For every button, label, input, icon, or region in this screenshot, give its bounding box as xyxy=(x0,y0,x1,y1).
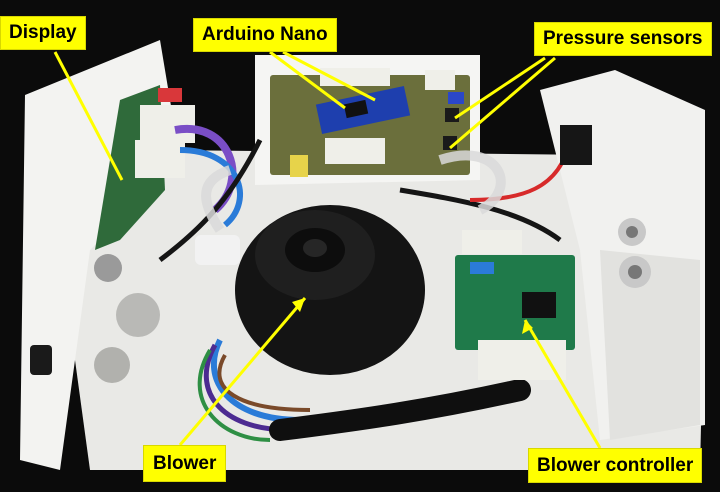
pcb-connector-bottom xyxy=(325,138,385,164)
pcb-connector-top2 xyxy=(425,70,455,90)
display-connector-2 xyxy=(135,140,185,178)
yellow-capacitor xyxy=(290,155,308,177)
controller-connector-top xyxy=(462,230,522,254)
pointer-pressure-1 xyxy=(454,56,546,120)
pointer-blower xyxy=(178,297,307,446)
label-pressure-sensors: Pressure sensors xyxy=(534,22,712,56)
label-blower: Blower xyxy=(143,445,227,482)
main-pcb xyxy=(270,75,470,175)
pressure-sensor-blue xyxy=(448,92,464,104)
controller-connector-bottom xyxy=(478,340,566,380)
front-knob xyxy=(30,345,52,375)
black-hose xyxy=(269,379,531,441)
knob-2 xyxy=(116,293,160,337)
right-connector-black xyxy=(560,125,592,165)
label-display: Display xyxy=(0,16,86,50)
pointer-controller-head xyxy=(522,320,533,334)
tubing-left xyxy=(201,165,232,233)
nano-chip xyxy=(343,99,369,119)
red-component xyxy=(158,88,182,102)
pointer-nano-2 xyxy=(282,50,376,102)
cable-green xyxy=(197,348,271,442)
pointer-display xyxy=(53,51,124,181)
pointer-controller xyxy=(523,319,602,449)
pointer-pressure-2 xyxy=(449,56,556,150)
pointer-nano-1 xyxy=(269,50,346,110)
blower-hub xyxy=(303,239,327,257)
knob-1 xyxy=(94,254,122,282)
enclosure-right-shade xyxy=(600,250,700,440)
pointer-lines xyxy=(53,50,602,449)
right-socket-1-inner xyxy=(626,226,638,238)
tubing-right xyxy=(438,150,506,215)
controller-header-blue xyxy=(470,262,494,274)
controller-chip xyxy=(522,292,556,318)
cable-colored-bottom-2 xyxy=(203,343,291,433)
label-blower-controller: Blower controller xyxy=(528,448,703,483)
blower-outlet xyxy=(195,235,240,265)
knob-3 xyxy=(94,347,130,383)
cable-colored-bottom xyxy=(211,338,301,423)
blower-controller-board xyxy=(455,255,575,350)
cable-brown xyxy=(217,354,311,412)
label-arduino-nano: Arduino Nano xyxy=(193,18,337,52)
display-connector-1 xyxy=(140,105,195,143)
right-socket-2-inner xyxy=(628,265,642,279)
pointer-blower-head xyxy=(292,298,305,312)
